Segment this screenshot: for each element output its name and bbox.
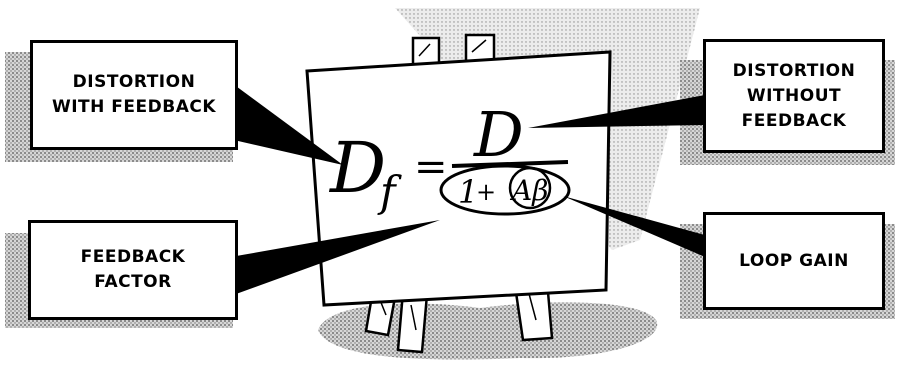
callout-line: FACTOR — [94, 272, 172, 292]
eq-denominator-plus: + — [476, 178, 496, 206]
callout-line: DISTORTION — [732, 60, 856, 81]
eq-denominator-loop: Aβ — [509, 174, 548, 207]
pointer-distortion-with-feedback — [225, 78, 343, 165]
callout-loop-gain: LOOP GAIN — [703, 212, 885, 310]
callout-feedback-factor: FEEDBACK FACTOR — [28, 220, 238, 320]
eq-fraction-bar — [451, 160, 569, 168]
callout-line: LOOP GAIN — [739, 250, 849, 271]
easel-board — [305, 50, 612, 307]
callout-line: FEEDBACK — [80, 247, 186, 267]
callout-line: DISTORTION — [72, 72, 196, 92]
pointer-loop-gain — [563, 196, 712, 260]
eq-loop-gain-circle — [508, 166, 552, 210]
eq-numerator: D — [473, 98, 524, 171]
callout-line: WITH FEEDBACK — [51, 97, 217, 117]
eq-denominator-ellipse — [439, 164, 571, 216]
eq-denominator-one: 1 — [458, 173, 478, 211]
callout-distortion-without-feedback: DISTORTION WITHOUT FEEDBACK — [703, 39, 885, 153]
callout-distortion-with-feedback: DISTORTION WITH FEEDBACK — [30, 40, 238, 150]
callout-line: WITHOUT — [746, 85, 842, 106]
eq-equals: = — [414, 144, 448, 190]
pointer-feedback-factor — [225, 220, 440, 298]
eq-lhs-symbol: D — [328, 127, 386, 209]
pointer-distortion-without-feedback — [528, 95, 705, 128]
callout-line: FEEDBACK — [741, 110, 847, 131]
